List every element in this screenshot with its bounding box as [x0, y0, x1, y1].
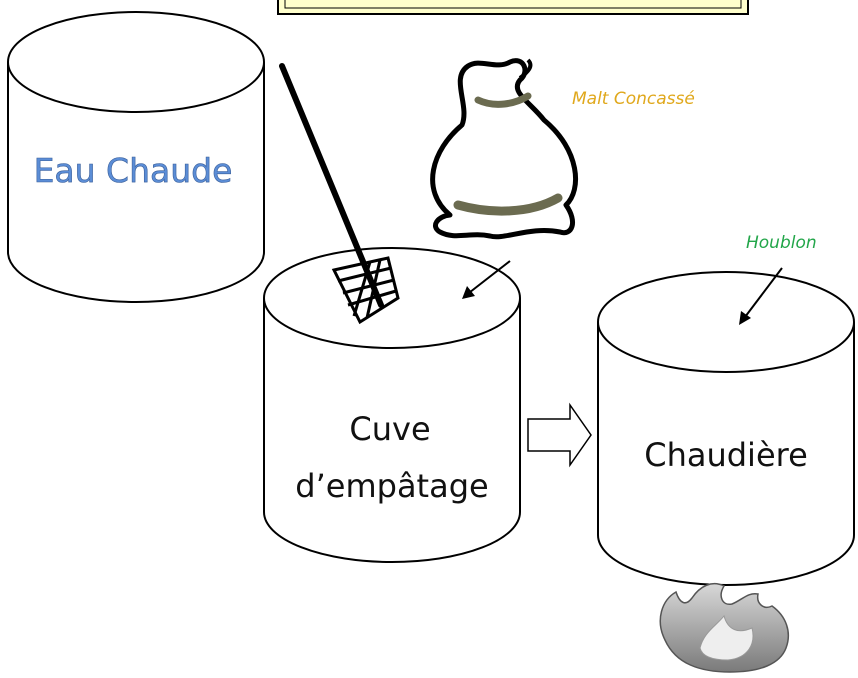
malt-sack-icon [433, 60, 576, 237]
process-arrow-icon [528, 405, 591, 465]
boiler-tank: Chaudière [598, 272, 854, 585]
mash-tun-tank: Cuve d’empâtage [264, 248, 520, 562]
flame-icon [660, 584, 788, 672]
hot-water-label: Eau Chaude [34, 151, 233, 190]
mash-tun-label-line2: d’empâtage [295, 467, 488, 505]
mash-tun-label-line1: Cuve [349, 410, 430, 448]
boiler-label: Chaudière [644, 436, 808, 474]
title-box [278, 0, 748, 14]
malt-label: Malt Concassé [572, 89, 695, 109]
hops-label: Houblon [746, 233, 817, 253]
hot-water-tank: Eau Chaude [8, 12, 264, 302]
